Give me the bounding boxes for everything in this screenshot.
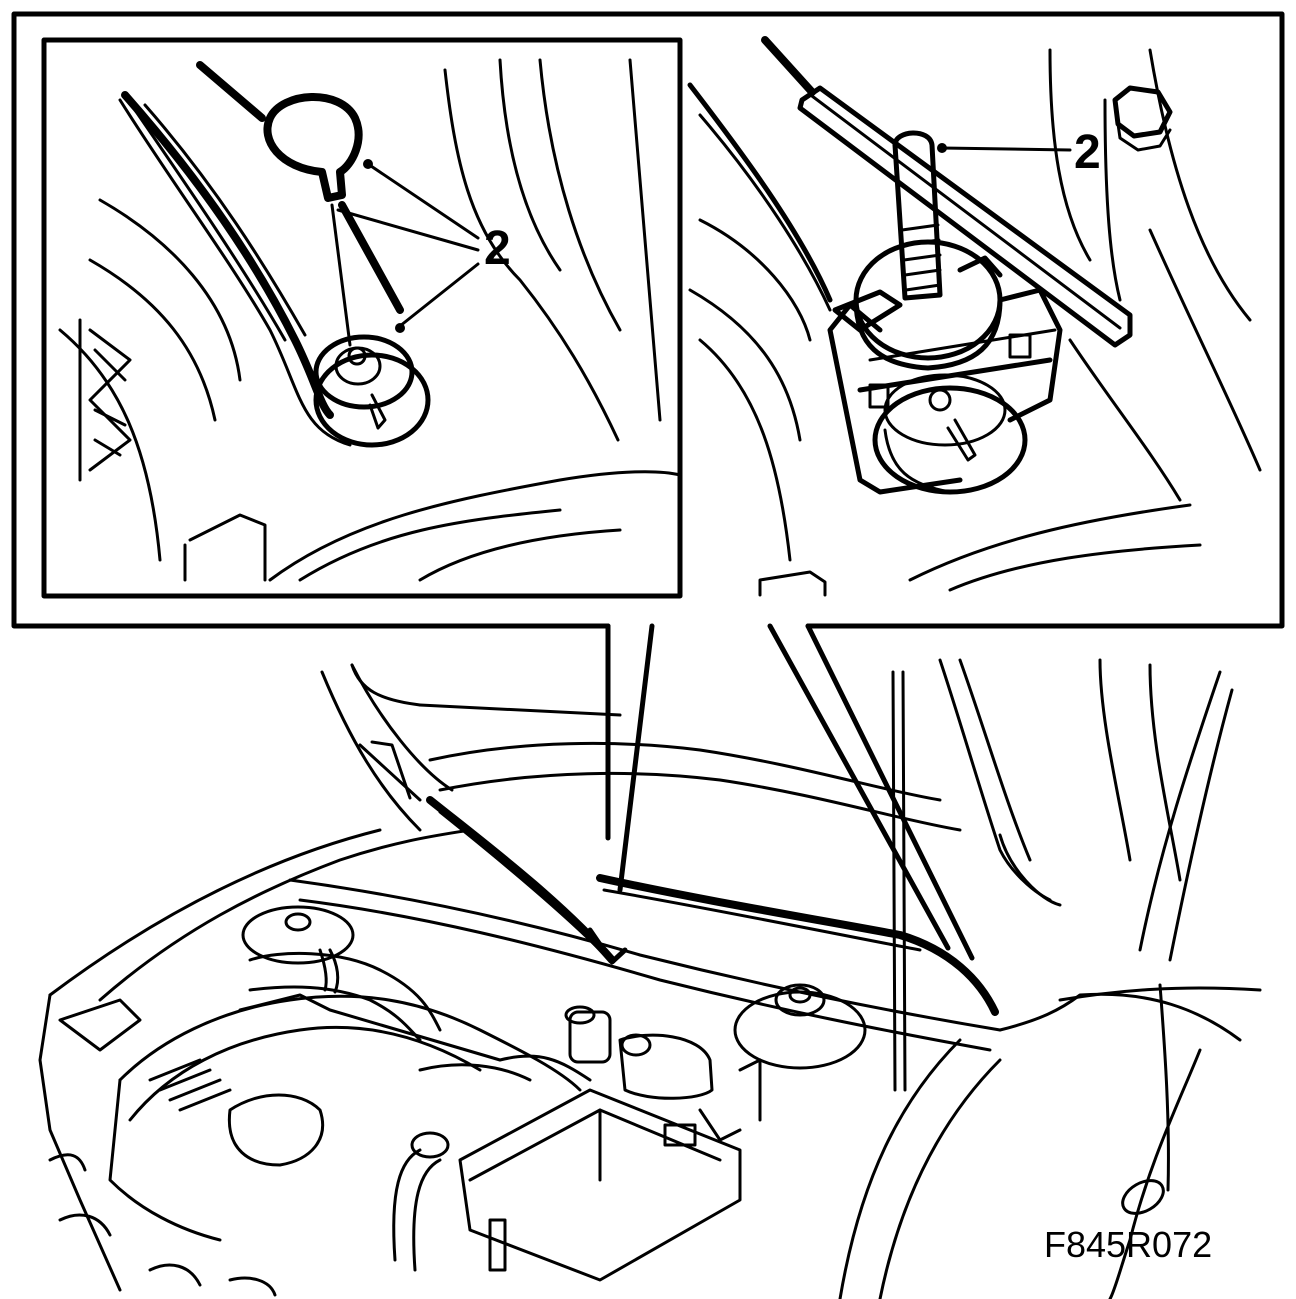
wiper-spindle-nut [313, 334, 431, 448]
right-inset: 2 [687, 36, 1262, 597]
strut-top-right [733, 983, 867, 1070]
callout-number-right: 2 [1074, 126, 1101, 179]
reservoir-right [618, 1033, 714, 1100]
engine-cover [58, 993, 582, 1242]
body-bolt-right [1112, 85, 1173, 152]
spindle-cap [263, 93, 363, 202]
raised-hood [320, 658, 1234, 962]
inset-frame [11, 11, 1285, 961]
strut-top-left [241, 905, 355, 965]
left-inset: 2 [41, 37, 683, 599]
puller-tool [797, 85, 1133, 495]
right-inset-body-lines [687, 36, 1262, 597]
callout-number-left: 2 [484, 222, 511, 275]
reservoir-left [564, 1005, 612, 1064]
engine-bay-view [38, 658, 1262, 1299]
figure-code: F845R072 [1044, 1224, 1212, 1265]
left-inset-body-lines [58, 58, 682, 582]
wiper-arms [426, 796, 999, 1016]
battery [458, 1088, 742, 1282]
